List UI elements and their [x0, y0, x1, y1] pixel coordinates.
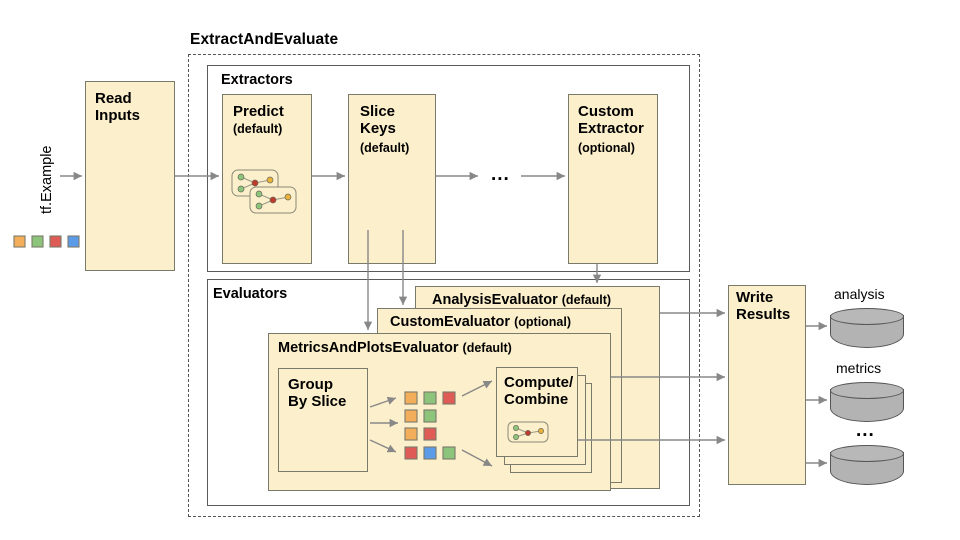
evaluator-analysis-title: AnalysisEvaluator (default): [432, 292, 611, 308]
input-square-row: [13, 235, 80, 248]
read-inputs-box[interactable]: [85, 81, 175, 271]
group-by-slice-line2: By Slice: [288, 392, 347, 410]
compute-combine-label: Compute/ Combine: [504, 374, 584, 409]
read-inputs-label: Read Inputs: [95, 90, 181, 125]
extractor-custom-title: Custom Extractor: [578, 103, 664, 138]
write-results-box[interactable]: [728, 285, 806, 485]
output-cylinder-metrics-cap: [830, 382, 904, 399]
extractors-group: [207, 65, 690, 272]
extractor-custom[interactable]: [568, 94, 658, 264]
output-label-analysis: analysis: [834, 286, 885, 302]
evaluator-analysis-name: AnalysisEvaluator: [432, 292, 558, 308]
extract-and-evaluate-container: [188, 54, 700, 517]
extractors-ellipsis: ...: [491, 164, 510, 185]
extract-and-evaluate-title: ExtractAndEvaluate: [190, 31, 339, 48]
extractor-predict-qualifier: (default): [233, 122, 283, 136]
tf-example-label: tf.Example: [39, 145, 55, 215]
write-results-label: Write Results: [736, 289, 812, 324]
evaluator-custom-title: CustomEvaluator (optional): [390, 314, 571, 330]
read-inputs-line1: Read: [95, 90, 132, 107]
write-results-line1: Write: [736, 289, 774, 306]
evaluator-metrics-name: MetricsAndPlotsEvaluator: [278, 340, 459, 356]
evaluator-metrics-title: MetricsAndPlotsEvaluator (default): [278, 340, 512, 356]
evaluator-analysis-qualifier: (default): [561, 293, 612, 307]
evaluator-custom-name: CustomEvaluator: [390, 314, 511, 330]
extractor-slice-keys[interactable]: [348, 94, 436, 264]
group-by-slice-label: Group By Slice: [288, 376, 372, 411]
group-by-slice-box[interactable]: [278, 368, 368, 472]
evaluator-metrics-qualifier: (default): [462, 341, 512, 355]
compute-combine-line1: Compute/: [504, 374, 574, 391]
output-cylinder-other-cap: [830, 445, 904, 462]
slice-keys-line2: Keys: [360, 119, 396, 137]
extractor-predict-title: Predict: [233, 103, 284, 120]
output-cylinder-analysis-cap: [830, 308, 904, 325]
evaluator-custom-qualifier: (optional): [514, 315, 572, 329]
group-by-slice-line1: Group: [288, 376, 333, 393]
slice-keys-line1: Slice: [360, 103, 396, 120]
read-inputs-line2: Inputs: [95, 106, 140, 124]
output-label-ellipsis: ...: [856, 420, 875, 441]
compute-combine-line2: Combine: [504, 390, 569, 408]
evaluators-label: Evaluators: [213, 286, 288, 302]
output-label-metrics: metrics: [836, 360, 882, 376]
extractor-custom-qualifier: (optional): [578, 141, 635, 155]
write-results-line2: Results: [736, 305, 791, 323]
extractor-slice-keys-qualifier: (default): [360, 141, 410, 155]
evaluators-group: [207, 279, 690, 506]
extractor-slice-keys-title: Slice Keys: [360, 103, 436, 138]
custom-extractor-line1: Custom: [578, 103, 634, 120]
custom-extractor-line2: Extractor: [578, 119, 644, 137]
extractors-label: Extractors: [221, 72, 293, 88]
